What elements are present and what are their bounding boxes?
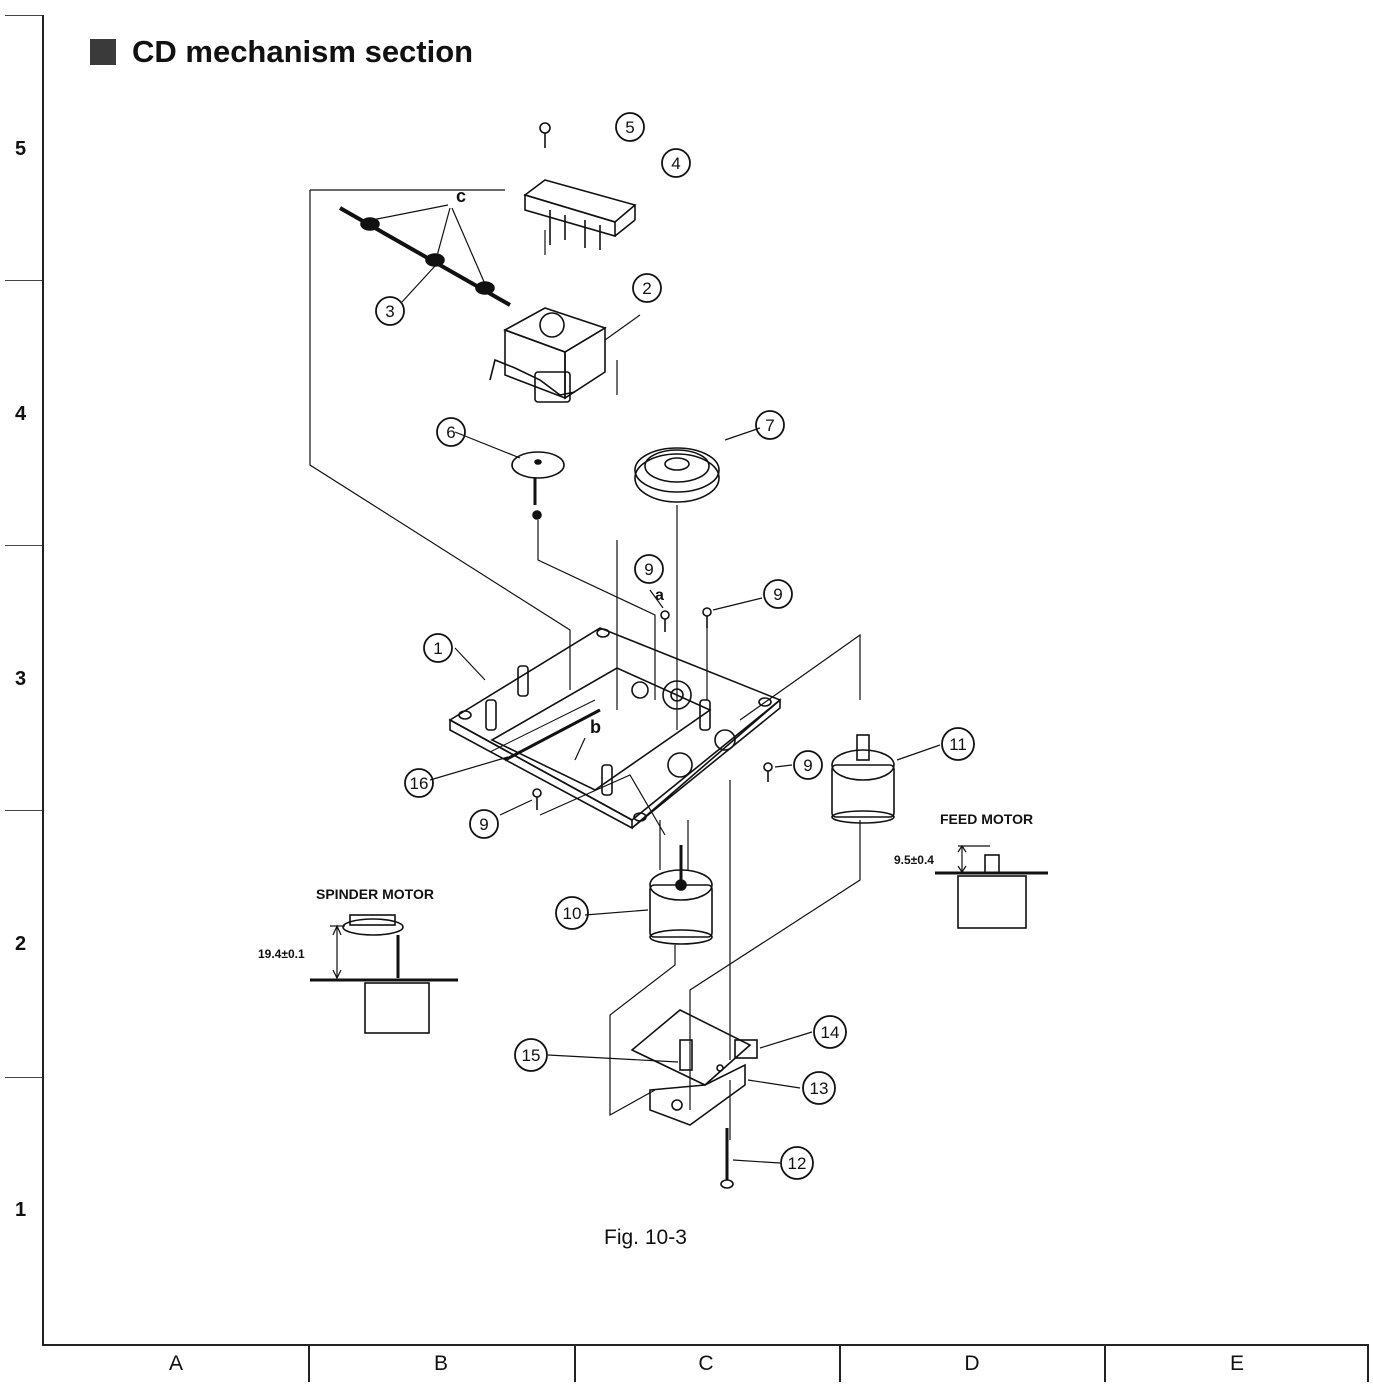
annotation-a: a bbox=[655, 587, 664, 604]
optical-pickup-part-2 bbox=[489, 307, 641, 403]
row-tick bbox=[5, 810, 42, 811]
callout-circle bbox=[615, 112, 645, 142]
callout-circle bbox=[763, 579, 793, 609]
callout-9: 9 bbox=[479, 815, 488, 834]
callout-6: 6 bbox=[446, 423, 455, 442]
screw-part-9 bbox=[763, 762, 793, 782]
row-tick bbox=[5, 545, 42, 546]
callout-circle bbox=[813, 1015, 847, 1049]
screw-part-9 bbox=[702, 597, 763, 628]
callout-14: 14 bbox=[821, 1023, 840, 1042]
callout-circle bbox=[632, 273, 662, 303]
screw-part-9 bbox=[499, 788, 542, 816]
callout-circles bbox=[375, 112, 975, 1180]
row-label-4: 4 bbox=[15, 403, 27, 425]
section-title-text: CD mechanism section bbox=[132, 34, 474, 69]
column-divider bbox=[574, 1346, 576, 1382]
guide-lines bbox=[309, 189, 861, 1140]
callout-circle bbox=[634, 554, 664, 584]
callout-4: 4 bbox=[671, 154, 680, 173]
callout-5: 5 bbox=[625, 118, 634, 137]
guide-line bbox=[539, 774, 666, 836]
callout-9: 9 bbox=[803, 756, 812, 775]
callout-9: 9 bbox=[773, 585, 782, 604]
screw-part-5 bbox=[539, 122, 551, 148]
frame-right-border bbox=[1367, 1344, 1369, 1382]
callout-1: 1 bbox=[433, 639, 442, 658]
callout-circle bbox=[404, 768, 434, 798]
callout-7: 7 bbox=[765, 416, 774, 435]
column-divider bbox=[308, 1346, 310, 1382]
row-tick bbox=[5, 280, 42, 281]
section-title: CD mechanism section bbox=[90, 34, 473, 70]
spindle-motor-detail bbox=[310, 914, 458, 1034]
callout-circle bbox=[755, 410, 785, 440]
feed-dimension: 9.5±0.4 bbox=[894, 853, 934, 867]
guide-shaft-part-3 bbox=[339, 204, 511, 307]
callout-circle bbox=[555, 896, 589, 930]
row-tick bbox=[5, 1077, 42, 1078]
guide-line bbox=[309, 190, 571, 690]
callout-9: 9 bbox=[644, 560, 653, 579]
row-label-5: 5 bbox=[15, 138, 27, 160]
row-tick bbox=[5, 15, 42, 16]
motor-pcb-part-13 bbox=[547, 1009, 813, 1126]
callout-10: 10 bbox=[563, 904, 582, 923]
column-label-a: A bbox=[168, 1352, 183, 1375]
guide-line bbox=[689, 820, 861, 1110]
column-label-b: B bbox=[433, 1352, 448, 1375]
callout-circle bbox=[780, 1146, 814, 1180]
column-divider bbox=[1104, 1346, 1106, 1382]
feed-motor-part-11 bbox=[831, 734, 941, 824]
callout-circle bbox=[941, 727, 975, 761]
feed-motor-detail bbox=[935, 844, 1048, 929]
annotation-b: b bbox=[590, 717, 601, 737]
callout-11: 11 bbox=[949, 735, 967, 754]
gear-part-6 bbox=[454, 431, 565, 520]
rack-bracket-part-4 bbox=[523, 179, 637, 250]
callout-circle bbox=[423, 633, 453, 663]
callout-12: 12 bbox=[788, 1154, 807, 1173]
callout-circle bbox=[793, 750, 823, 780]
column-label-c: C bbox=[698, 1352, 714, 1375]
column-divider bbox=[839, 1346, 841, 1382]
spinder-dimension: 19.4±0.1 bbox=[258, 947, 305, 961]
column-label-d: D bbox=[964, 1352, 980, 1375]
callout-15: 15 bbox=[522, 1046, 541, 1065]
callout-circle bbox=[514, 1038, 548, 1072]
feed-motor-label: FEED MOTOR bbox=[940, 811, 1033, 827]
row-label-2: 2 bbox=[15, 933, 27, 955]
callout-circle bbox=[802, 1071, 836, 1105]
screw-part-12 bbox=[720, 1128, 781, 1189]
row-label-1: 1 bbox=[15, 1199, 27, 1221]
screw-part-9 bbox=[649, 589, 670, 632]
chassis-part-1 bbox=[429, 627, 782, 830]
callout-2: 2 bbox=[642, 279, 651, 298]
column-label-e: E bbox=[1229, 1352, 1244, 1375]
spindle-motor-part-10 bbox=[584, 845, 713, 945]
guide-line bbox=[537, 520, 656, 700]
callout-circle bbox=[375, 296, 405, 326]
annotation-c: c bbox=[456, 186, 466, 206]
frame-bottom-border bbox=[42, 1344, 1368, 1346]
callout-circle bbox=[661, 148, 691, 178]
callout-circle bbox=[469, 809, 499, 839]
spinder-motor-label: SPINDER MOTOR bbox=[316, 886, 434, 902]
callout-circle bbox=[436, 417, 466, 447]
callout-3: 3 bbox=[385, 302, 394, 321]
guide-line bbox=[609, 945, 676, 1117]
frame-left-border bbox=[42, 15, 44, 1345]
callout-16: 16 bbox=[410, 774, 429, 793]
figure-caption: Fig. 10-3 bbox=[604, 1226, 687, 1249]
row-label-3: 3 bbox=[15, 668, 27, 690]
guide-line bbox=[739, 633, 861, 721]
title-square-icon bbox=[90, 39, 116, 65]
callout-13: 13 bbox=[810, 1079, 829, 1098]
turntable-part-7 bbox=[634, 427, 761, 503]
